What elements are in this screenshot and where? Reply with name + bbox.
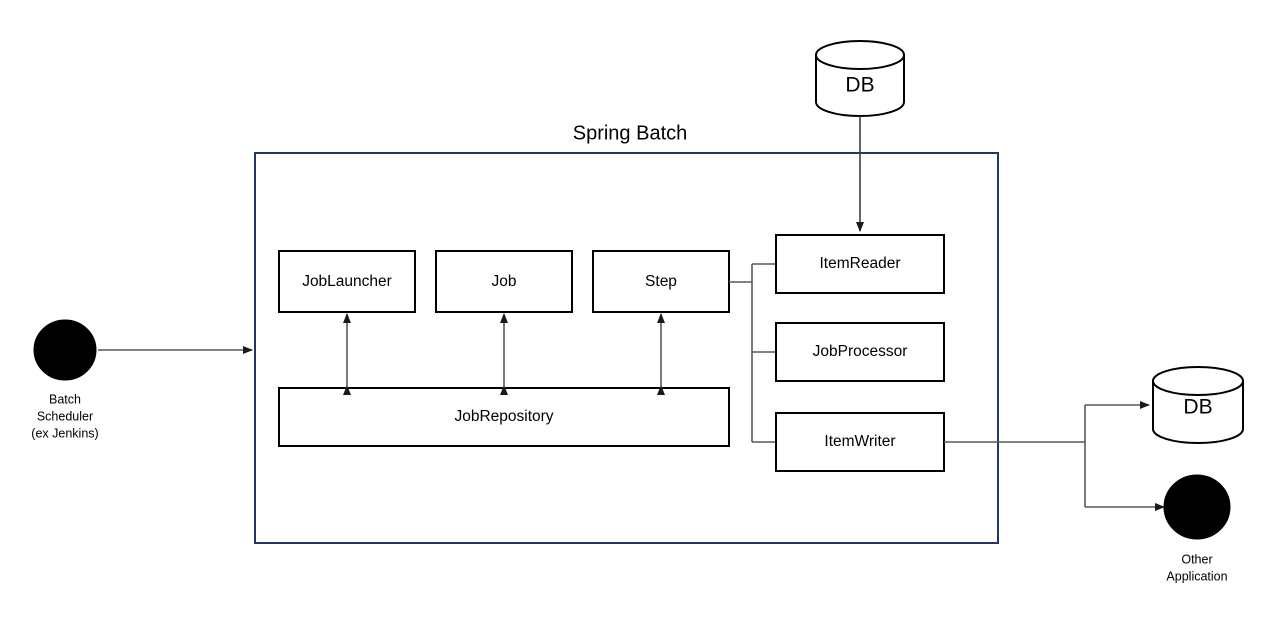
target-db-label: DB [1183,396,1212,419]
step-label: Step [645,273,677,290]
spring-batch-container [254,152,999,544]
itemreader-label: ItemReader [820,255,901,272]
core-box-job: Job [435,250,573,313]
connector-itemwriter-outputs [944,401,1165,511]
step-child-box-itemreader: ItemReader [775,234,945,294]
other-application-actor: Other Application [1163,474,1231,583]
jobprocessor-label: JobProcessor [813,343,908,360]
source-db-cylinder: DB [815,40,905,117]
connector-step-branch-tree [729,263,776,443]
batch-scheduler-caption-line-3: (ex Jenkins) [31,426,98,440]
jobrepository-label: JobRepository [454,408,553,425]
batch-scheduler-actor: Batch Scheduler (ex Jenkins) [31,319,99,440]
other-application-caption-line-2: Application [1166,569,1227,583]
page-title: Spring Batch [573,122,688,144]
core-box-jobrepository: JobRepository [278,387,730,447]
step-child-box-itemwriter: ItemWriter [775,412,945,472]
core-box-step: Step [592,250,730,313]
step-child-box-jobprocessor: JobProcessor [775,322,945,382]
itemwriter-label: ItemWriter [824,433,895,450]
batch-scheduler-caption-line-1: Batch [49,392,81,406]
other-application-caption-line-1: Other [1181,552,1212,566]
job-label: Job [492,273,517,290]
joblauncher-label: JobLauncher [302,273,392,290]
source-db-label: DB [845,74,874,97]
core-box-joblauncher: JobLauncher [278,250,416,313]
target-db-cylinder: DB [1152,366,1244,444]
batch-scheduler-caption-line-2: Scheduler [37,409,93,423]
